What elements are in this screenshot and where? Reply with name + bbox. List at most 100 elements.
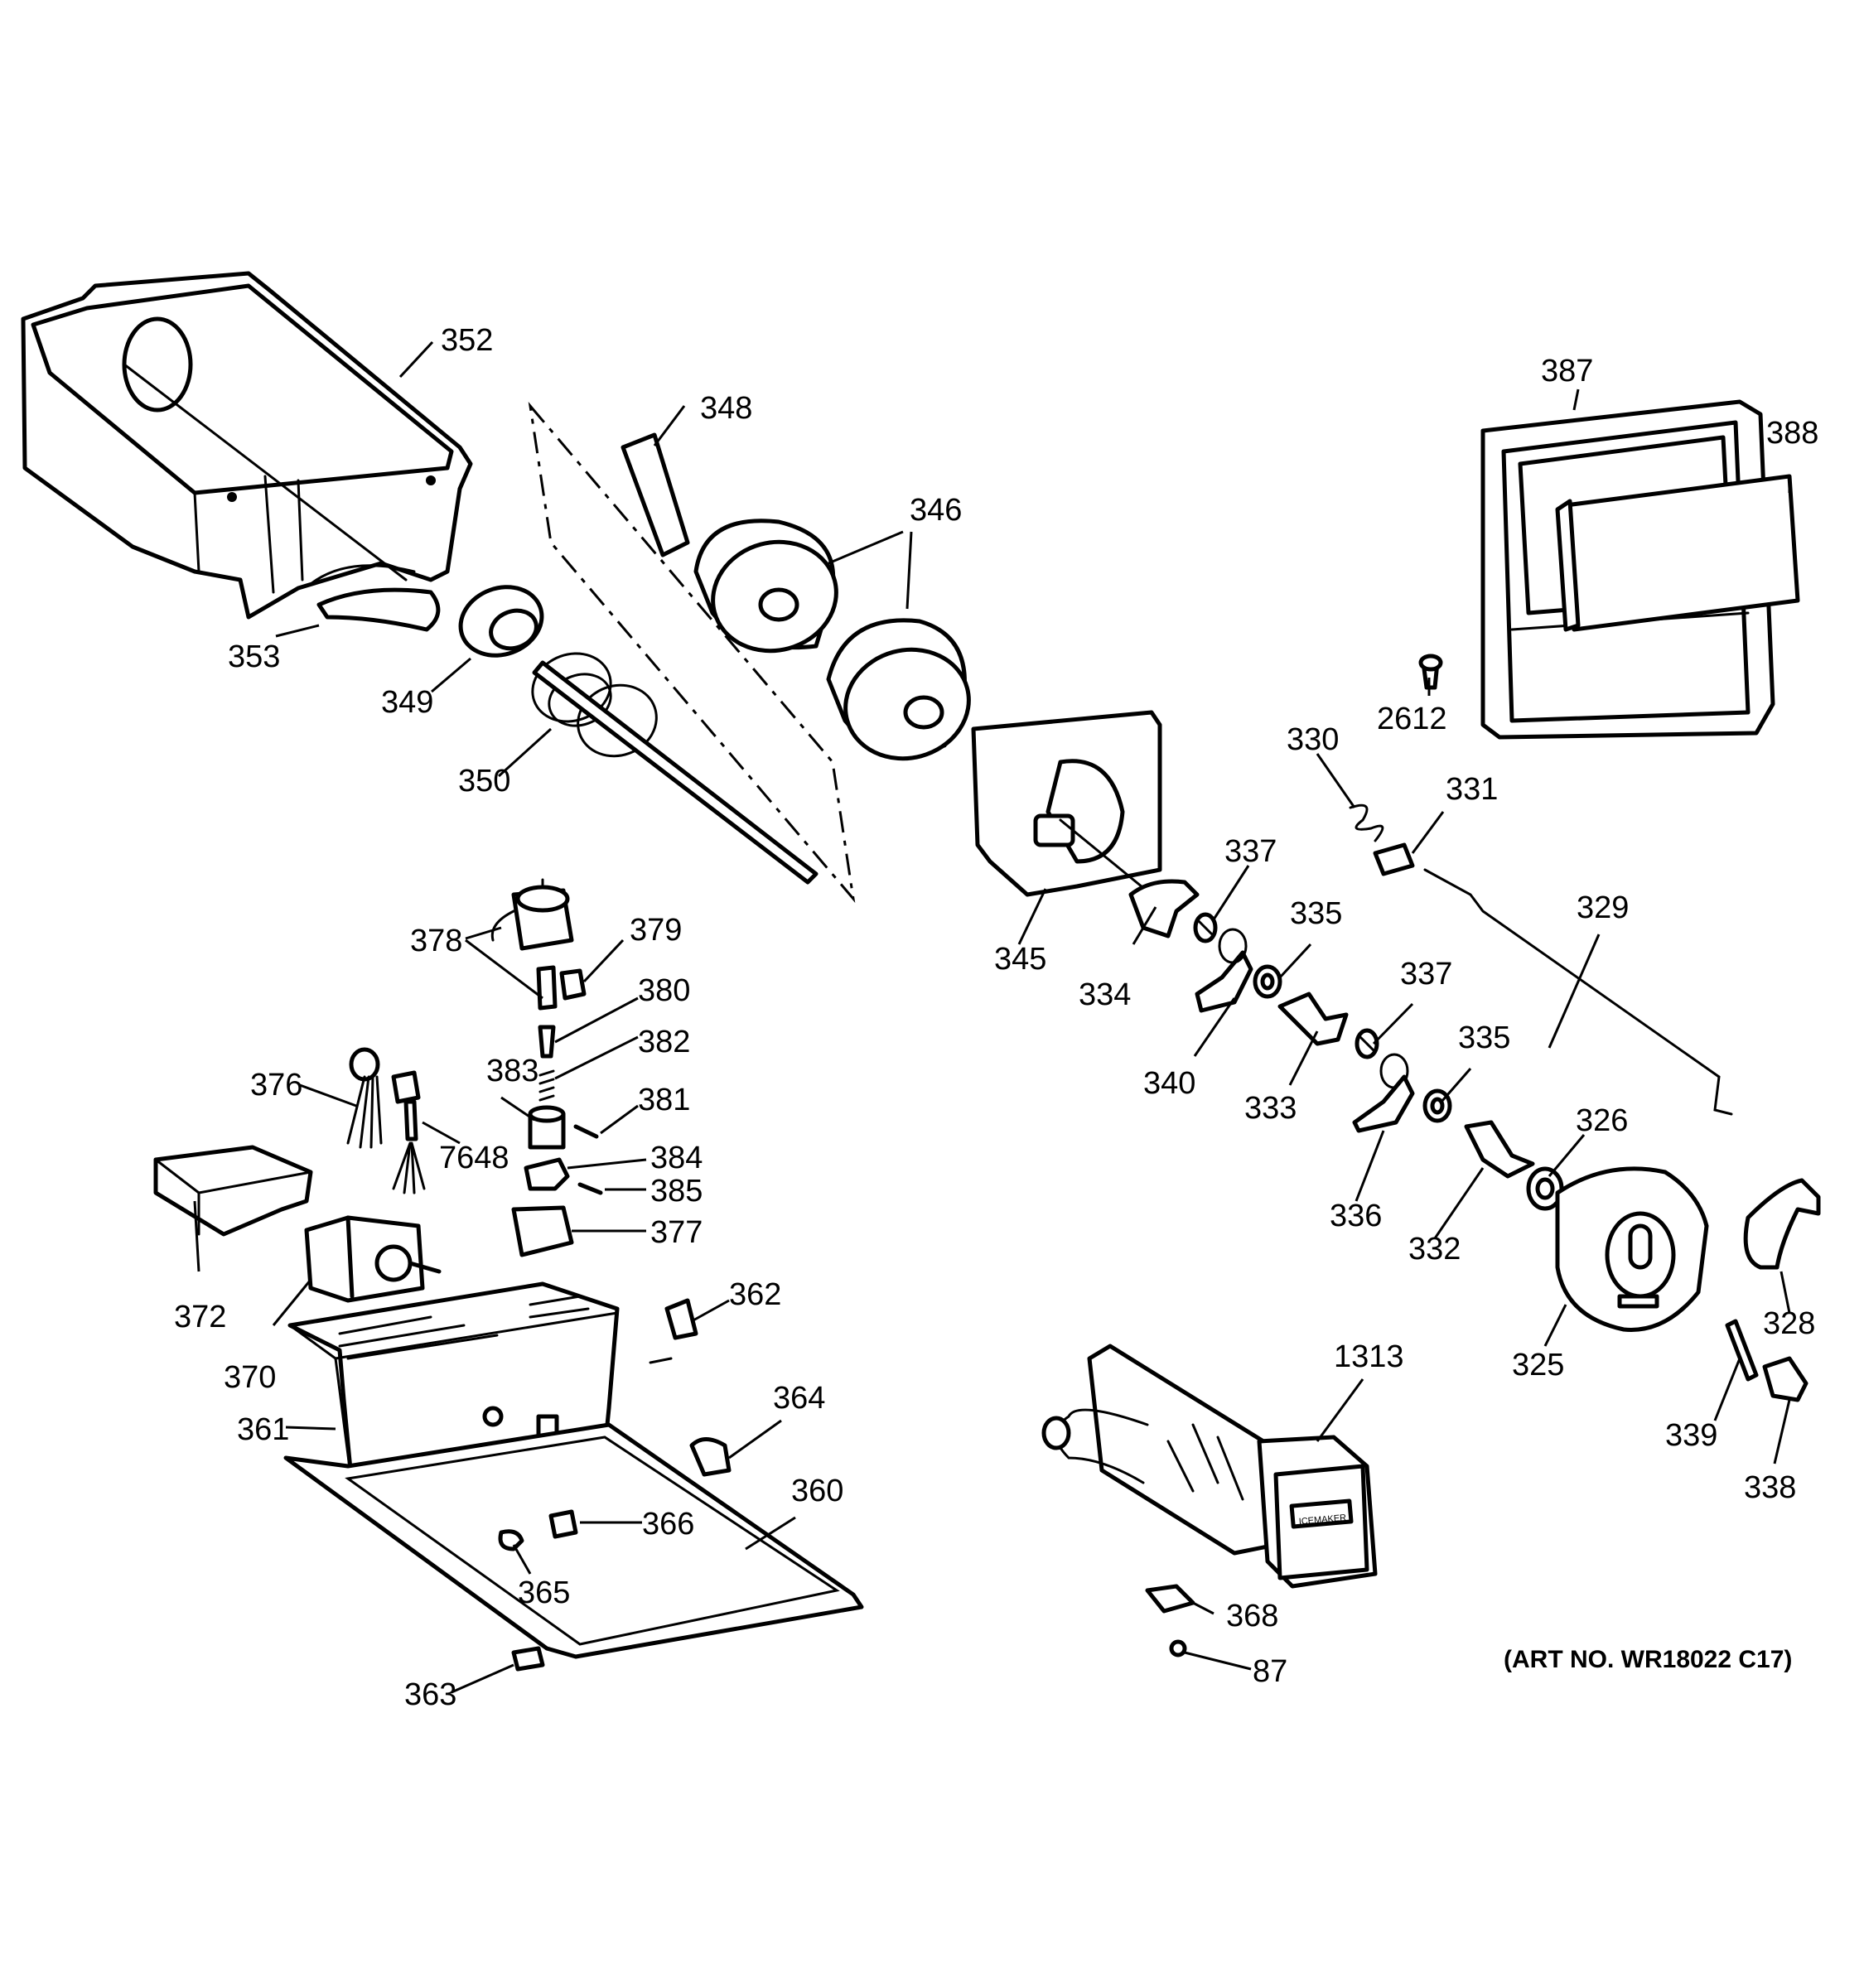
callout-388: 388 [1766, 416, 1818, 451]
plunger-380 [538, 1025, 556, 1059]
connector-7648 [391, 1070, 426, 1194]
shield-328 [1743, 1178, 1821, 1270]
bracket-379 [559, 968, 587, 1001]
callout-328: 328 [1763, 1306, 1815, 1341]
callout-334: 334 [1079, 977, 1131, 1012]
callout-7648: 7648 [439, 1141, 509, 1175]
pin-381 [573, 1124, 599, 1139]
bearing-349 [458, 585, 544, 658]
callout-379: 379 [630, 913, 682, 948]
callout-332: 332 [1408, 1232, 1461, 1267]
lever-336 [1352, 1074, 1415, 1133]
callout-337-upper: 337 [1224, 834, 1277, 869]
callout-377: 377 [650, 1215, 703, 1250]
crusher-346-upper [693, 519, 838, 654]
callout-337-lower: 337 [1400, 957, 1452, 992]
lever-340 [1195, 950, 1253, 1013]
part-366 [548, 1509, 578, 1539]
callout-340: 340 [1143, 1066, 1195, 1101]
callout-349: 349 [381, 685, 433, 720]
clip-331 [1373, 842, 1415, 876]
bushing-326 [1526, 1166, 1564, 1211]
cam-333 [1277, 992, 1349, 1046]
callout-368: 368 [1226, 1599, 1278, 1633]
callout-378: 378 [410, 924, 462, 958]
callout-333: 333 [1244, 1091, 1297, 1126]
ring-340 [1218, 928, 1248, 964]
callout-331: 331 [1446, 772, 1498, 807]
dispenser-door-388 [1555, 474, 1800, 632]
callout-330: 330 [1287, 722, 1339, 757]
callout-372: 372 [174, 1300, 226, 1334]
solenoid-378 [490, 878, 574, 1011]
callout-361: 361 [237, 1412, 289, 1447]
callout-380: 380 [638, 973, 690, 1008]
spring-330 [1349, 803, 1384, 842]
callout-335-upper: 335 [1290, 896, 1342, 931]
ice-bucket-352 [21, 271, 473, 620]
callout-353: 353 [228, 639, 280, 674]
callout-336: 336 [1330, 1199, 1382, 1233]
motor-housing-325 [1555, 1166, 1709, 1332]
gasket-348 [621, 432, 690, 557]
callout-370: 370 [224, 1360, 276, 1395]
callout-345: 345 [994, 942, 1046, 977]
callout-87: 87 [1253, 1654, 1287, 1689]
art-number: (ART NO. WR18022 C17) [1504, 1646, 1792, 1673]
clip-338 [1762, 1356, 1808, 1402]
callout-383: 383 [486, 1054, 538, 1088]
screw-87 [1169, 1639, 1187, 1657]
screw-362 [649, 1298, 698, 1364]
cover-372 [153, 1145, 313, 1237]
callout-352: 352 [441, 323, 493, 358]
reference-outline [528, 402, 856, 903]
callout-387: 387 [1541, 354, 1593, 388]
callout-381: 381 [638, 1083, 690, 1117]
cam-332 [1464, 1120, 1535, 1179]
callout-362: 362 [729, 1277, 781, 1312]
spring-337-upper [1193, 912, 1218, 943]
callout-365: 365 [518, 1575, 570, 1610]
callout-382: 382 [638, 1025, 690, 1059]
pin-339 [1725, 1319, 1759, 1382]
motor-370 [304, 1215, 442, 1303]
callout-325: 325 [1512, 1348, 1564, 1382]
cam-334 [1128, 879, 1200, 939]
callout-385: 385 [650, 1174, 703, 1209]
crusher-346-lower [826, 618, 971, 761]
connector-376 [346, 1047, 383, 1149]
ice-maker-1313: ICEMAKER [1041, 1344, 1378, 1589]
cam-384 [524, 1157, 570, 1191]
callout-329: 329 [1577, 890, 1629, 925]
auger-350 [531, 652, 819, 885]
tray-360 [283, 1422, 864, 1659]
callout-363: 363 [404, 1677, 456, 1712]
callout-2612: 2612 [1377, 702, 1447, 736]
callout-335-lower: 335 [1458, 1021, 1510, 1055]
leader-lines [193, 340, 1791, 1694]
callout-348: 348 [700, 391, 752, 426]
bracket-368 [1145, 1584, 1195, 1614]
rod-329 [1423, 868, 1733, 1116]
mounting-plate-345 [971, 710, 1162, 897]
callout-366: 366 [642, 1507, 694, 1542]
part-365 [498, 1529, 524, 1551]
callout-labels: 352 348 346 387 388 353 349 350 2612 330… [174, 323, 1818, 1712]
callout-339: 339 [1665, 1418, 1717, 1453]
connector-363 [511, 1646, 545, 1672]
icemaker-nameplate: ICEMAKER [1298, 1513, 1346, 1527]
washer-335-upper [1253, 964, 1282, 999]
cylinder-383 [528, 1105, 566, 1150]
callout-376: 376 [250, 1068, 302, 1103]
callout-350: 350 [458, 764, 510, 799]
switch-364 [689, 1437, 732, 1477]
callout-346: 346 [910, 493, 962, 528]
callout-326: 326 [1576, 1103, 1628, 1138]
spring-382 [538, 1069, 555, 1102]
screw-2612 [1418, 654, 1443, 690]
callout-384: 384 [650, 1141, 703, 1175]
pin-385 [577, 1182, 603, 1195]
callout-364: 364 [773, 1381, 825, 1416]
bucket-wire-353 [316, 587, 441, 632]
